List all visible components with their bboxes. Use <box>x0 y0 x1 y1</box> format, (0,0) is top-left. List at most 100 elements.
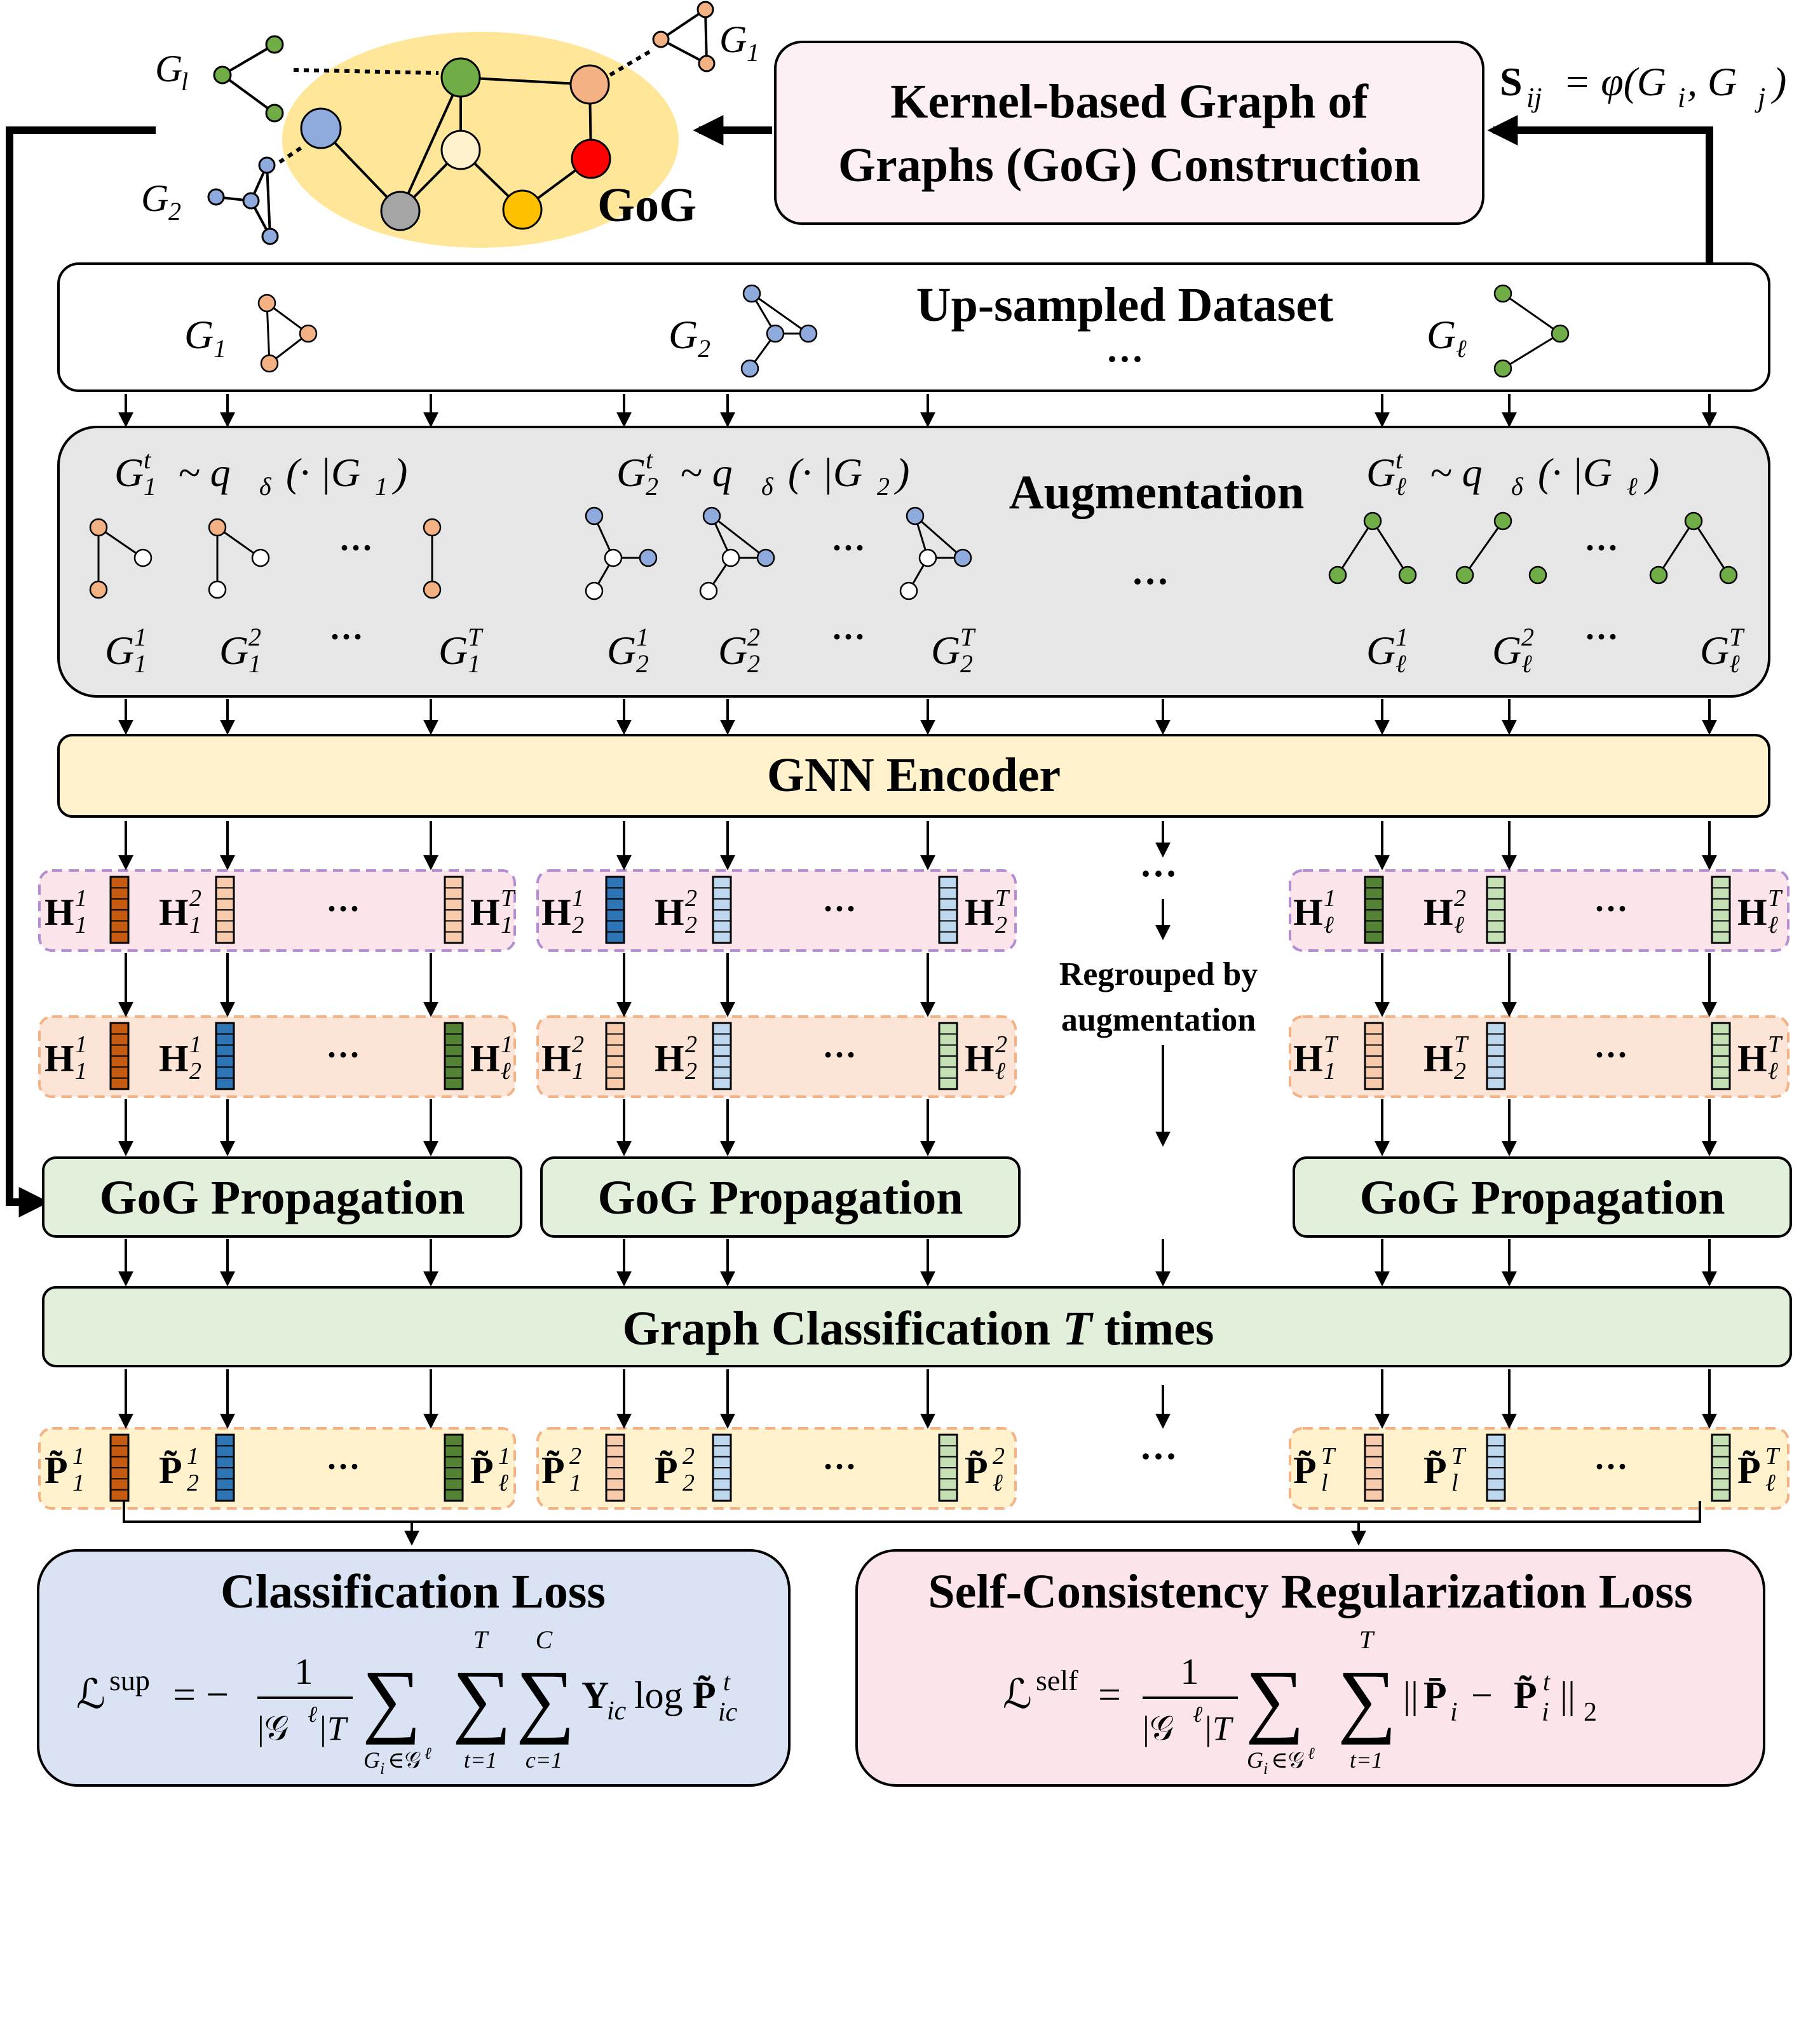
prediction-label: P̃Tl <box>1293 1443 1336 1496</box>
svg-text:log: log <box>634 1674 683 1716</box>
svg-text:H: H <box>655 891 684 933</box>
h-row-ellipsis: ··· <box>1594 890 1628 928</box>
graph-icon-dataset-2 <box>740 284 818 378</box>
svg-text:ℓ: ℓ <box>1396 472 1406 501</box>
svg-text:GoG Propagation: GoG Propagation <box>1360 1171 1725 1224</box>
svg-text:H: H <box>44 891 74 933</box>
feature-bar-icon <box>1486 1433 1506 1502</box>
regroup-annotation: ··· Regrouped by augmentation <box>1059 853 1258 1147</box>
self-loss-title: Self-Consistency Regularization Loss <box>928 1565 1692 1618</box>
svg-text:G: G <box>363 1747 380 1773</box>
svg-text:ℓ: ℓ <box>1193 1702 1202 1727</box>
svg-text:ij: ij <box>1526 82 1542 113</box>
svg-text:H: H <box>655 1038 684 1080</box>
augmentation-label-ellipsis: ··· <box>1584 618 1619 656</box>
svg-text:T: T <box>1768 885 1783 912</box>
svg-text:2: 2 <box>1454 885 1466 912</box>
svg-text:P̃: P̃ <box>655 1449 678 1491</box>
svg-text:i: i <box>1450 1698 1458 1727</box>
svg-text:ℒ: ℒ <box>1003 1672 1032 1717</box>
svg-text:ic: ic <box>718 1698 738 1727</box>
svg-text:t=1: t=1 <box>464 1747 497 1773</box>
dataset-ellipsis: ··· <box>1106 338 1144 380</box>
feature-bar-icon <box>109 1022 130 1090</box>
svg-text:G: G <box>718 628 747 673</box>
svg-text:): ) <box>1643 450 1659 495</box>
classification-title-a: Graph Classification <box>623 1302 1051 1355</box>
svg-text:H: H <box>470 1038 500 1080</box>
connector-arrows <box>6 115 1713 1217</box>
svg-text:2: 2 <box>1454 1058 1466 1085</box>
svg-text:1: 1 <box>1181 1651 1199 1692</box>
feature-bar-icon <box>444 1433 464 1502</box>
svg-text:T: T <box>1765 1443 1781 1470</box>
svg-text:G: G <box>105 628 134 673</box>
svg-text:1: 1 <box>189 1031 201 1058</box>
svg-text:1: 1 <box>75 912 87 938</box>
augmentation-item-ellipsis: ··· <box>1584 529 1619 567</box>
svg-text:T: T <box>1768 1031 1783 1058</box>
feature-bar-icon <box>1711 1022 1731 1090</box>
feature-bar-icon <box>444 1022 464 1090</box>
svg-text:H: H <box>1293 891 1323 933</box>
svg-text:ℓ: ℓ <box>501 1058 511 1085</box>
svg-text:l: l <box>181 67 188 96</box>
feature-bar-icon <box>1364 1022 1384 1090</box>
svg-text:ℓ: ℓ <box>993 1470 1003 1496</box>
sigma-4: ∑ <box>1246 1654 1305 1745</box>
svg-text:Graph Classification T: Graph Classification T times <box>623 1302 1214 1355</box>
svg-text:T: T <box>473 1625 489 1654</box>
graph-icon-aug-3-T <box>1649 511 1738 585</box>
svg-text:2: 2 <box>685 885 697 912</box>
svg-text:): ) <box>391 450 407 495</box>
classification-loss-title: Classification Loss <box>221 1565 606 1618</box>
svg-text:2: 2 <box>572 912 584 938</box>
prediction-label: P̃2ℓ <box>965 1443 1005 1496</box>
svg-text:1: 1 <box>134 623 147 651</box>
augmentation-label-ellipsis: ··· <box>329 618 363 656</box>
svg-text:H: H <box>1737 891 1767 933</box>
svg-text:ℓ: ℓ <box>1768 1058 1778 1085</box>
dataset-title: Up-sampled Dataset <box>916 278 1334 332</box>
feature-bar-icon <box>938 876 958 944</box>
svg-text:G: G <box>607 628 636 673</box>
augmentation-item-ellipsis: ··· <box>339 529 373 567</box>
feature-bar-icon <box>215 1433 235 1502</box>
svg-text:1: 1 <box>75 1031 87 1058</box>
svg-text:2: 2 <box>189 885 201 912</box>
gog-dotted-links <box>278 48 655 164</box>
svg-text:G: G <box>438 628 468 673</box>
svg-text:1: 1 <box>1324 1058 1336 1085</box>
gog-propagation-box-3: GoG Propagation <box>1293 1156 1792 1238</box>
svg-text:ℓ: ℓ <box>995 1058 1005 1085</box>
svg-text:2: 2 <box>995 912 1007 938</box>
h-row-ellipsis: ··· <box>326 890 360 928</box>
svg-text:= φ(G: = φ(G <box>1563 59 1666 104</box>
svg-text:1: 1 <box>747 38 759 67</box>
svg-text:P̃: P̃ <box>1514 1674 1537 1716</box>
svg-text:∈𝒢: ∈𝒢 <box>388 1747 421 1773</box>
svg-text:j: j <box>1755 82 1765 113</box>
svg-text:1: 1 <box>501 912 513 938</box>
classification-loss-box: Classification Loss ℒ sup = − 1 |𝒢 ℓ |T … <box>37 1549 791 1787</box>
svg-text:1: 1 <box>1396 623 1408 651</box>
regroup-line2: augmentation <box>1061 1002 1256 1038</box>
gog-propagation-box-1: GoG Propagation <box>42 1156 522 1238</box>
svg-text:G: G <box>1700 628 1729 673</box>
svg-text:GoG Propagation: GoG Propagation <box>100 1171 465 1224</box>
prediction-label: P̃12 <box>159 1443 199 1496</box>
svg-text:T: T <box>1729 623 1745 651</box>
